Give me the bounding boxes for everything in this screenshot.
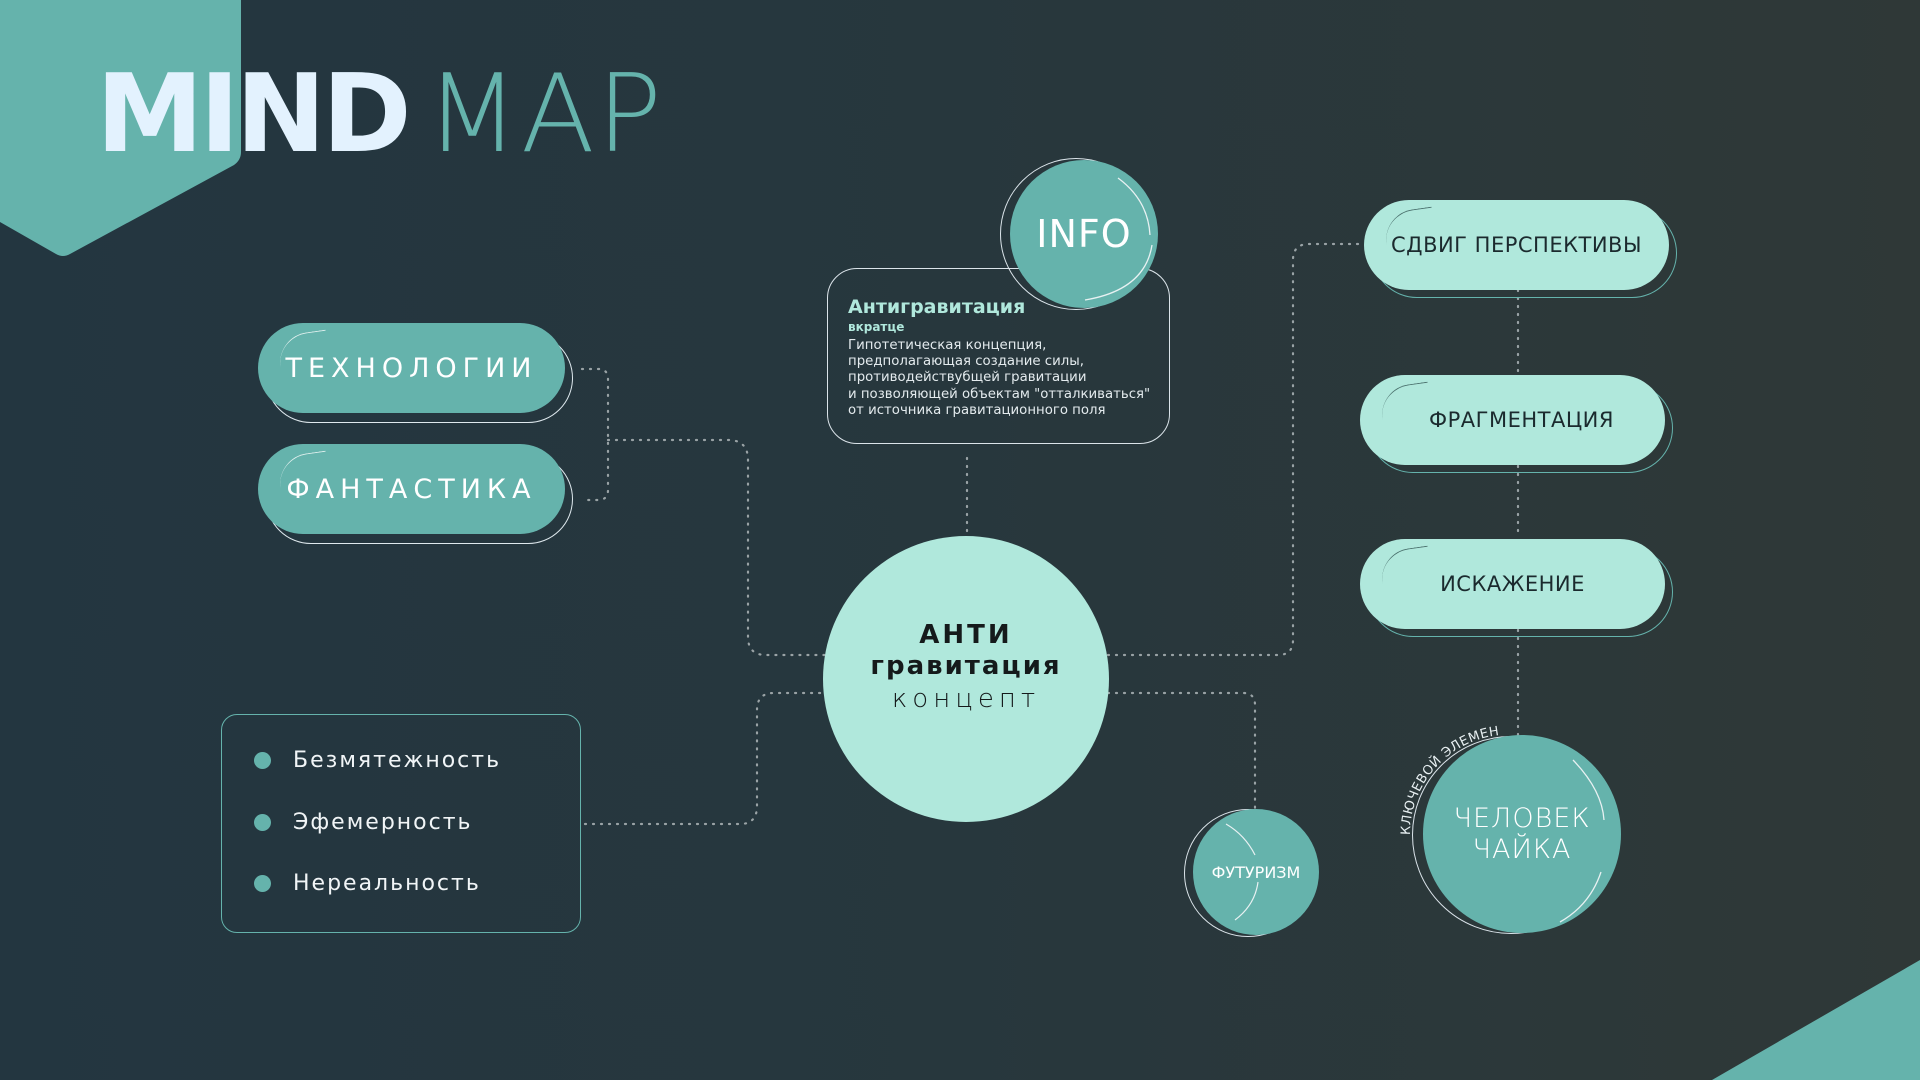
key-element-caption: КЛЮЧЕВОЙ ЭЛЕМЕНТ [0,0,1500,835]
node-futurism-label: ФУТУРИЗМ [1211,862,1301,882]
bullet-icon [254,875,271,892]
key-element-line2: ЧАЙКА [1472,834,1572,865]
top-left-banner-shape [0,0,241,256]
bottom-right-triangle-shape [1712,960,1920,1080]
connector-list-to-center [583,691,828,826]
key-element-line1: ЧЕЛОВЕК [1453,803,1591,834]
node-futurism[interactable]: ФУТУРИЗМ [1193,809,1319,935]
bullet-icon [254,752,271,769]
connector-center-to-right [1106,242,1362,657]
node-perspective-shift-label: СДВИГ ПЕРСПЕКТИВЫ [1391,233,1642,257]
bullet-icon [254,814,271,831]
node-distortion[interactable]: ИСКАЖЕНИЕ [1360,539,1665,629]
node-technologies[interactable]: ТЕХНОЛОГИИ [258,323,565,413]
center-node[interactable]: АНТИ гравитация концепт [823,536,1109,822]
center-line3: концепт [891,684,1041,714]
node-key-element[interactable]: ЧЕЛОВЕК ЧАЙКА [1423,735,1621,933]
node-fragmentation[interactable]: ФРАГМЕНТАЦИЯ [1360,375,1665,465]
info-body-line: от источника гравитационного поля [848,402,1106,418]
quality-label: Эфемерность [293,810,473,835]
connector-technologies [580,367,610,502]
page-title: MIND MAP [96,52,664,177]
info-body-line: противодействубщей гравитации [848,370,1087,386]
info-subtitle: вкратце [848,320,905,334]
node-distortion-label: ИСКАЖЕНИЕ [1440,572,1585,596]
title-bold-word: MIND [96,52,412,177]
info-card [827,268,1170,444]
info-badge[interactable]: INFO [1010,160,1158,308]
quality-item: Нереальность [254,871,481,896]
qualities-box [221,714,581,933]
node-fragmentation-label: ФРАГМЕНТАЦИЯ [1429,408,1614,432]
center-line2: гравитация [870,651,1062,681]
center-line1: АНТИ [919,620,1013,650]
info-title: Антигравитация [848,296,1026,318]
info-body-line: и позволяющей объектам "отталкиваться" [848,386,1151,402]
node-fantasy-label: ФАНТАСТИКА [286,473,537,505]
info-badge-label: INFO [1036,212,1132,256]
info-body-line: Гипотетическая концепция, [848,338,1047,353]
quality-label: Нереальность [293,871,481,896]
svg-text:КЛЮЧЕВОЙ ЭЛЕМЕНТ: КЛЮЧЕВОЙ ЭЛЕМЕНТ [0,0,1500,835]
node-fantasy[interactable]: ФАНТАСТИКА [258,444,565,534]
info-body-line: предполагающая создание силы, [848,354,1084,370]
connector-center-to-futurism [1106,691,1257,810]
quality-item: Эфемерность [254,810,473,835]
quality-label: Безмятежность [293,748,502,773]
node-perspective-shift[interactable]: СДВИГ ПЕРСПЕКТИВЫ [1364,200,1669,290]
connector-fantasy-to-center [606,438,828,657]
info-body: Гипотетическая концепция, предполагающая… [848,338,1168,419]
node-technologies-label: ТЕХНОЛОГИИ [285,352,538,384]
title-light-word: MAP [425,52,664,177]
quality-item: Безмятежность [254,748,501,773]
